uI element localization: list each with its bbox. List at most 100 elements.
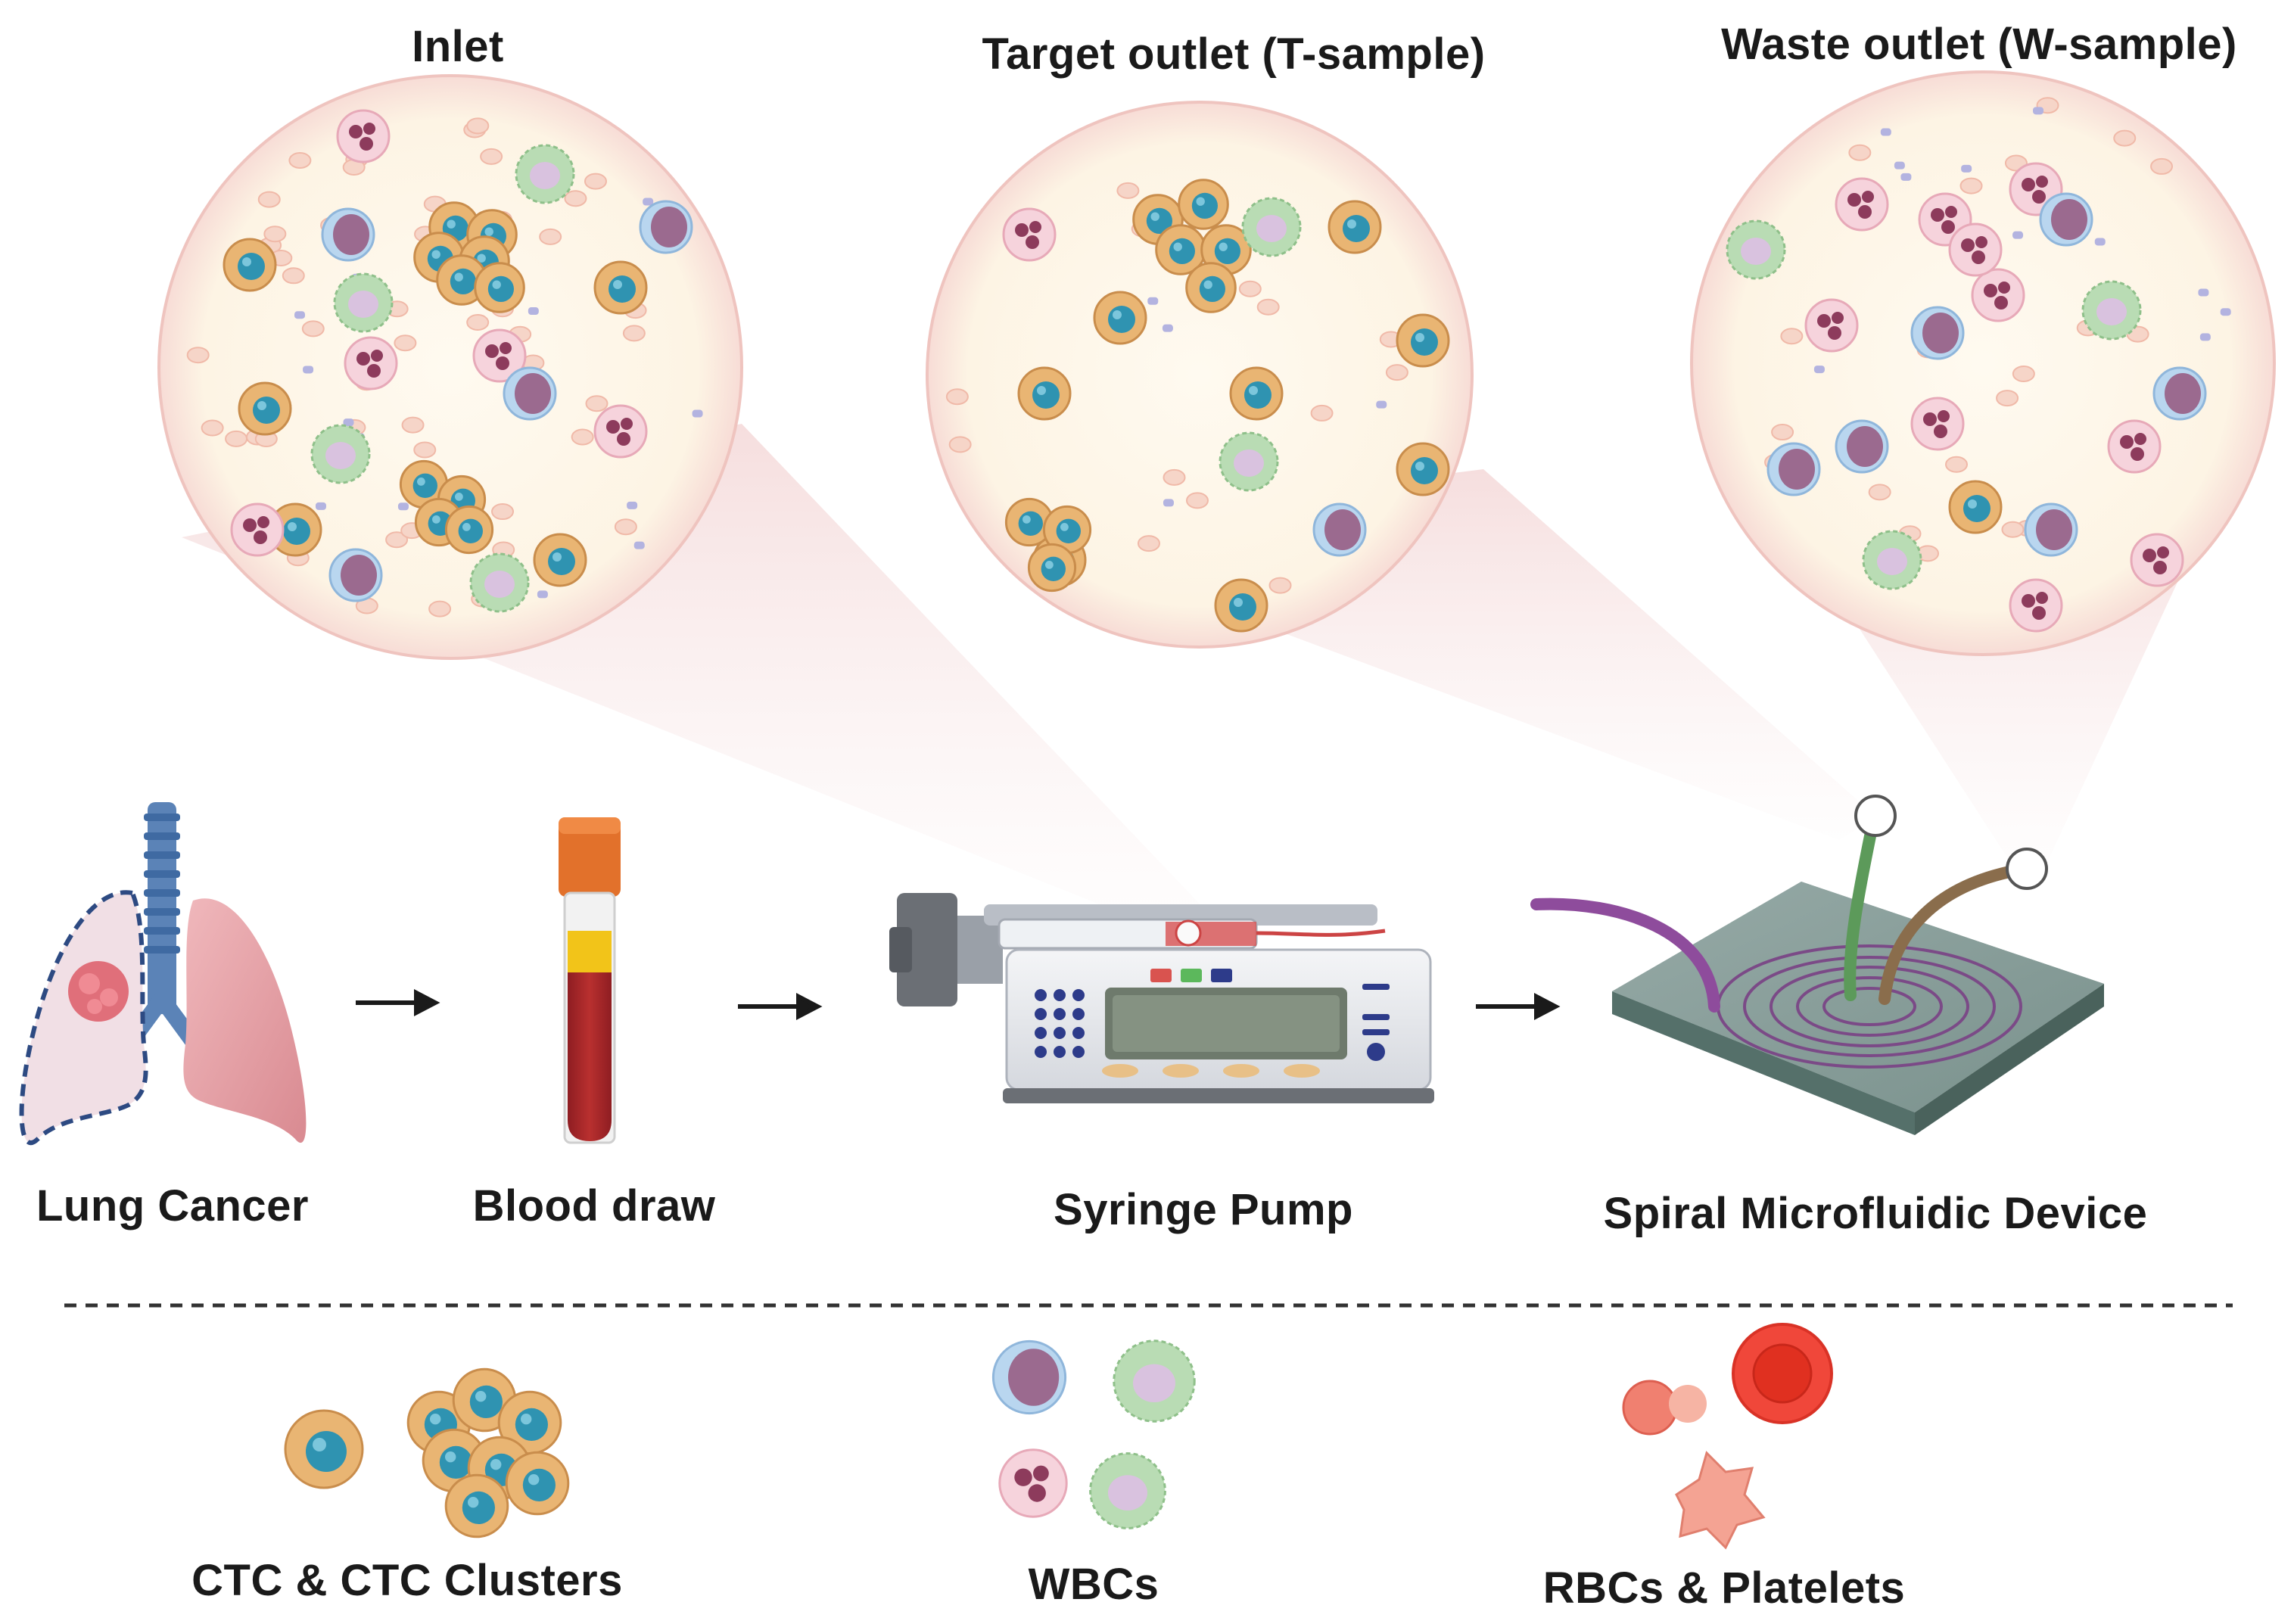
waste-outlet-label: Waste outlet (W-sample) [1721,20,2237,69]
wbc-lymphocyte [1766,442,1821,496]
rbc [1268,577,1292,594]
ctc-cell [533,533,587,587]
rbc [585,395,609,412]
wbc-lymphocyte [2024,502,2078,557]
wbc-lymphocyte [2039,192,2093,247]
platelet [2199,333,2211,341]
platelet-legend-icon [1622,1380,1678,1436]
rbc [186,347,210,364]
platelet [294,311,306,319]
wbc-neutrophil [336,109,391,163]
lung-cancer-label: Lung Cancer [36,1181,309,1230]
blood-tube-illustration [559,817,621,1144]
rbc [948,436,972,453]
ctc-cell [1396,313,1450,368]
wbc-lymphocyte [328,548,383,602]
rbc [301,320,325,338]
rbc [2001,521,2025,538]
rbc [1116,182,1140,199]
spiral-device-label: Spiral Microfluidic Device [1603,1189,2148,1238]
ctc-cell [238,381,292,436]
platelet [528,307,539,316]
platelet [643,198,654,206]
rbc [1385,364,1408,381]
wbc-monocyte [515,144,575,204]
ctc-cell [505,1451,570,1516]
rbc [1945,456,1969,473]
arrow-1 [356,989,440,1016]
platelet [1162,324,1173,332]
rbc [263,226,287,243]
wbc-lymphocyte [1312,502,1367,557]
waste-magnified-view [1690,70,2276,656]
syringe-pump-label: Syringe Pump [1054,1185,1353,1234]
ctc-cell [1396,442,1450,496]
wbc-monocyte [1219,431,1279,492]
wbc-neutrophil [2107,419,2162,474]
ctc-cell [1185,262,1237,313]
ctc-cell [1948,480,2003,534]
arrow-2 [738,993,823,1020]
rbc [1771,424,1794,441]
rbc [1848,144,1872,161]
rbc [1137,535,1160,552]
rbc [2150,157,2174,175]
platelet [537,590,548,599]
wbc-neutrophil [472,328,527,383]
wbc-neutrophil [1002,207,1057,262]
rbc [2113,129,2137,147]
rbc [466,313,490,331]
rbc [385,531,409,549]
rbc [2012,366,2035,383]
wbc-neutrophil [1804,298,1859,353]
ctc-cell [1214,578,1268,633]
ctc-cell [497,1390,562,1455]
wbc-neutrophil [344,336,398,390]
wbc-neutrophil [2130,533,2184,587]
rbc [945,388,969,406]
inlet-magnified-view [157,74,743,660]
platelet [1900,173,1912,181]
platelet [633,541,645,549]
rbc [491,503,515,521]
ctc-cell [1328,200,1382,254]
platelet [1880,128,1891,136]
platelet [1961,164,1972,173]
ctc-legend-label: CTC & CTC Clusters [191,1556,623,1605]
rbc [1238,280,1262,297]
rbc [539,228,562,245]
arrow-3 [1476,993,1561,1020]
ctc-cell [1027,543,1077,593]
platelet [343,418,354,427]
ctc-cell [268,502,322,557]
rbc [201,419,224,437]
ctc-cell [223,238,277,292]
rbc [1780,328,1804,345]
ctc-cell [1093,291,1147,345]
ctc-cell [1178,179,1229,230]
wbc-neutrophil [998,1448,1068,1518]
platelet [1813,366,1825,374]
platelet [2094,238,2106,246]
wbc-lymphocyte [1835,419,1889,474]
wbc-lymphocyte [321,207,375,262]
platelet [2198,288,2209,297]
ctc-cell [284,1409,364,1489]
rbc [584,173,607,190]
wbc-neutrophil [593,404,648,459]
rbc [428,600,452,618]
rbc [1163,468,1186,486]
wbc-neutrophil [1835,177,1889,232]
wbc-neutrophil [1948,222,2003,277]
wbc-monocyte [1862,530,1922,590]
platelet [1894,161,1905,170]
rbc [257,191,281,208]
wbc-monocyte [1726,219,1786,280]
wbc-monocyte [1241,197,1302,257]
wbc-monocyte [310,424,371,484]
activated-platelet-icon [1675,1451,1766,1550]
rbc [1185,492,1209,509]
rbc [571,428,594,446]
target-outlet-label: Target outlet (T-sample) [982,30,1486,79]
